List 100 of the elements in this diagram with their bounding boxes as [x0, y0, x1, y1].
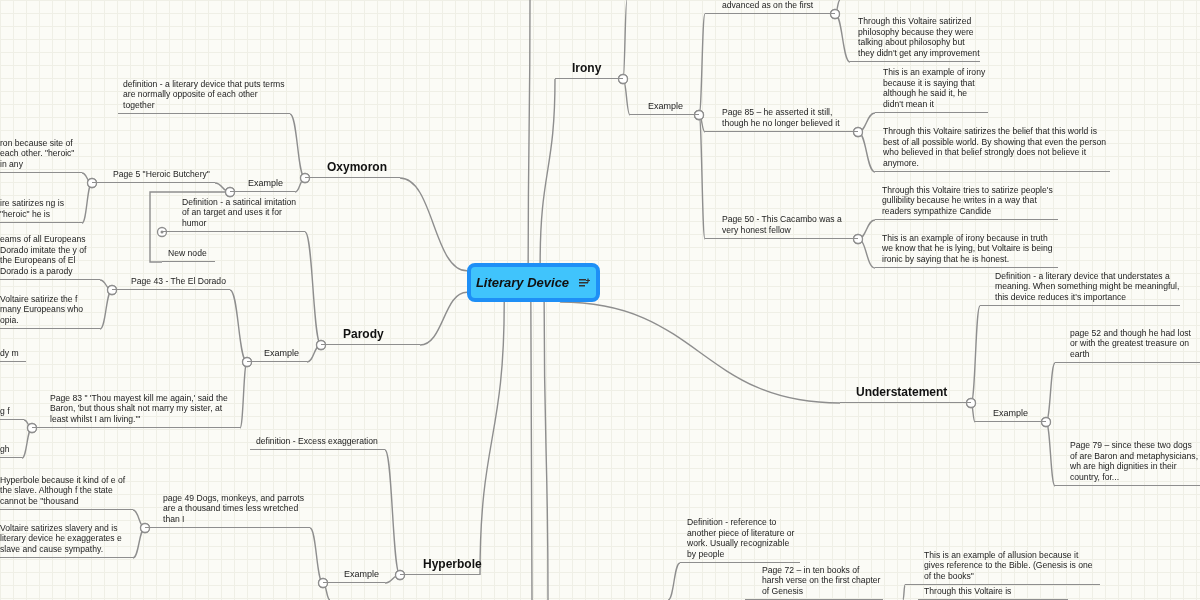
branch-heading: Example	[648, 100, 684, 111]
branch-text: Page 43 - The El Dorado	[131, 275, 227, 286]
branch-line	[162, 196, 305, 232]
branch-line	[745, 564, 883, 600]
branch-line	[32, 392, 240, 428]
branch-text: Page 5 "Heroic Butchery"	[113, 168, 211, 179]
branch-text: Voltaire satirizes slavery and is literary device he exaggerates e slave and cause sympathy.	[0, 522, 123, 554]
branch-line	[680, 517, 800, 563]
branch-line	[0, 198, 82, 223]
branch-line	[0, 234, 100, 280]
branch-heading: Example	[264, 347, 300, 358]
topic-branch	[555, 61, 623, 79]
branch-line	[0, 474, 133, 510]
branch-line	[905, 549, 1100, 585]
topic-branch	[305, 160, 400, 178]
branch-text: Definition - reference to another piece of literature or work. Usually recognizable by people	[687, 517, 796, 559]
connector-line	[667, 562, 681, 600]
connector-line	[1040, 416, 1056, 487]
connector-line	[559, 301, 841, 404]
connector-line	[81, 177, 98, 224]
branch-line	[875, 232, 1058, 268]
branch-heading: Example	[248, 177, 284, 188]
branch-text: This is an example of allusion because it gives reference to the Bible. (Genesis is one of the books"	[924, 549, 1094, 581]
branch-text: ron because site of each other. "heroic" in any	[0, 137, 76, 169]
branch-line	[0, 443, 22, 458]
connector-line	[294, 172, 311, 193]
branch-line	[630, 100, 699, 115]
topic-branch	[400, 557, 480, 575]
branch-text: Page 85 – he asserted it still, though he no longer believed it	[722, 107, 841, 128]
branch-line	[0, 522, 133, 558]
branch-text: dy m	[0, 347, 20, 358]
branch-line	[975, 407, 1046, 422]
branch-text: Hyperbole because it kind of e of the slave. Although f the state cannot be "thousand	[0, 474, 127, 506]
branch-text: page 49 Dogs, monkeys, and parrots are a thousand times less wretched than I	[163, 492, 305, 524]
branch-line	[250, 435, 385, 450]
branch-line	[705, 0, 835, 14]
connector-line	[149, 186, 236, 263]
branch-text: New node	[168, 247, 208, 258]
connector-line	[965, 397, 977, 423]
connector-line	[829, 0, 841, 20]
branch-line	[247, 347, 307, 362]
branch-heading: Example	[344, 568, 380, 579]
topic-title: Parody	[343, 327, 385, 341]
branch-text: Through this Voltaire satirizes the belief that this world is best of all possible world. By showing that even the person who believed in that belief strongly does not believe it anymore.	[883, 126, 1108, 168]
connector-line	[99, 284, 118, 330]
topic-title: Oxymoron	[327, 160, 388, 174]
root-topic-box	[467, 263, 600, 302]
branch-text: advanced as on the first	[722, 0, 815, 10]
branch-line	[0, 405, 24, 420]
branch-text: Definition - a literary device that understates a meaning. When something might be meaningful, this device reduces it's importance	[995, 270, 1180, 302]
connector-line	[419, 291, 468, 346]
branch-text: Page 83 " 'Thou mayest kill me again,' said the Baron, 'but thous shalt not marry my sister, at least whilst I am living.'"	[50, 392, 229, 424]
root-topic-title: Literary Device	[475, 275, 570, 290]
connector-line	[399, 177, 468, 272]
branch-line	[230, 177, 295, 192]
connector-line	[317, 577, 331, 600]
topic-branch	[840, 385, 971, 403]
connector-line	[617, 0, 629, 85]
branch-line	[875, 184, 1058, 220]
branch-line	[1055, 327, 1200, 363]
branch-text: This is an example of irony because in truth we know that he is lying, but Voltaire is being ironic by saying that he is honest.	[882, 232, 1054, 264]
branch-line	[705, 214, 858, 239]
branch-line	[0, 293, 100, 329]
connector-line	[21, 422, 38, 459]
topic-title: Irony	[572, 61, 603, 75]
connector-line	[543, 301, 549, 600]
branch-text: Definition - a satirical imitation of an target and uses it for humor	[182, 196, 298, 228]
branch-heading: Example	[993, 407, 1029, 418]
connector-line	[306, 339, 327, 363]
branch-line	[112, 275, 230, 290]
branch-text: Through this Voltaire tries to satirize people's gullibility because he writes in a way that readers sympathize Candide	[882, 184, 1054, 216]
branch-text: Page 79 – since these two dogs of are Baron and metaphysicians, wh are high dignities in their country, for...	[1070, 440, 1200, 482]
branch-text: Page 50 - This Cacambo was a very honest fellow	[722, 214, 843, 235]
branch-text: definition - a literary device that puts terms are normally opposite of each other together	[123, 78, 286, 110]
connector-line	[527, 0, 531, 264]
branch-text: This is an example of irony because it is saying that although he said it, he didn't mean it	[883, 67, 987, 109]
branch-text: Through this Voltaire satirized philosophy because they were talking about philosophy but they didn't get any improvement	[858, 16, 980, 58]
branch-line	[323, 568, 385, 583]
connector-line	[384, 569, 406, 584]
connector-line	[852, 233, 876, 269]
branch-line	[1055, 440, 1200, 486]
connector-line	[693, 109, 706, 240]
branch-line	[0, 347, 26, 362]
connector-line	[239, 356, 253, 429]
branch-text: ire satirizes ng is "heroic" he is	[0, 198, 65, 219]
branch-text: Page 72 – in ten books of harsh verse on the first chapter of Genesis	[762, 564, 882, 596]
branch-line	[918, 585, 1068, 600]
connector-line	[902, 584, 906, 600]
topic-title: Hyperbole	[423, 557, 480, 571]
branch-line	[875, 67, 988, 113]
branch-text: page 52 and though he had lost or with the greatest treasure on earth	[1070, 327, 1192, 359]
branch-line	[162, 247, 215, 262]
branch-line	[0, 137, 82, 173]
connector-line	[132, 522, 151, 559]
topic-title: Understatement	[856, 385, 949, 399]
connector-line	[539, 78, 556, 264]
branch-text: definition - Excess exaggeration	[256, 435, 379, 446]
connector-line	[530, 301, 533, 600]
topic-branch	[321, 327, 420, 345]
branch-text: eams of all Europeans Dorado imitate the y of the Europeans of El Dorado is a parody	[0, 234, 88, 276]
